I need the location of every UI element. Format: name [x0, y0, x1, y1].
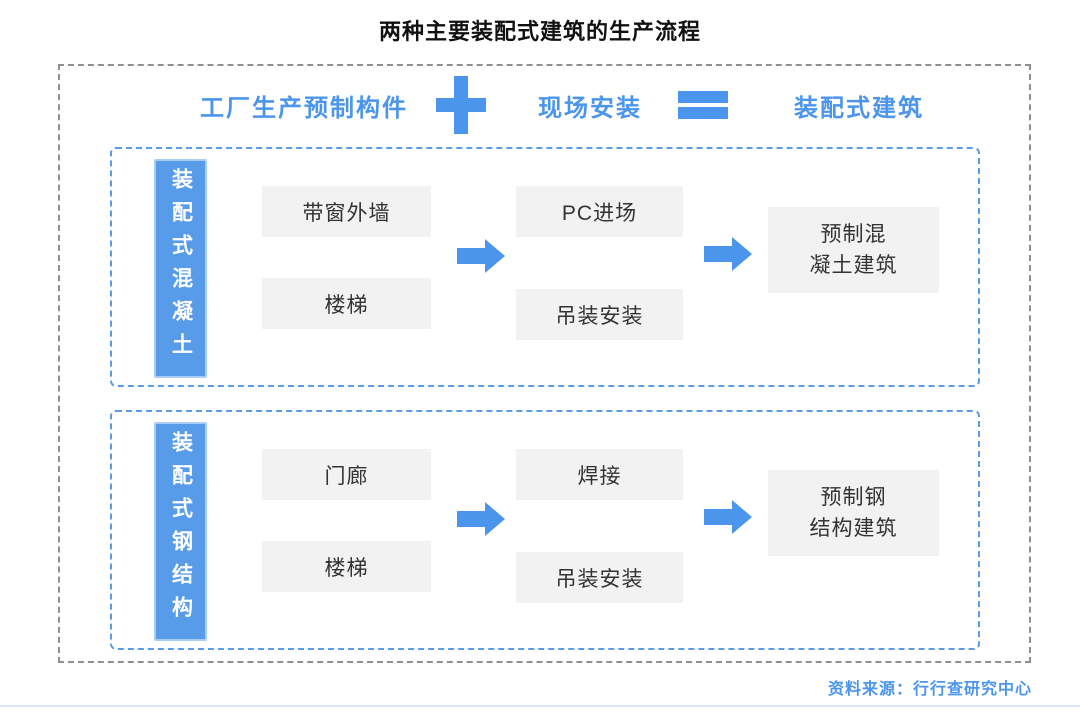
steel-part-porch-box: 门廊 [262, 449, 431, 500]
source-note: 资料来源：行行查研究中心 [827, 681, 1032, 698]
formula-row: 工厂生产预制构件 现场安装 装配式建筑 [200, 76, 924, 134]
concrete-result-box: 预制混 凝土建筑 [768, 207, 939, 293]
equals-icon [678, 91, 728, 119]
section-concrete: 装配式混凝土 带窗外墙 楼梯 PC进场 吊装安装 预制混 凝土建筑 [110, 147, 980, 387]
outer-frame: 工厂生产预制构件 现场安装 装配式建筑 装配式混凝土 带窗外墙 楼梯 PC进场 … [58, 64, 1031, 663]
section-concrete-label: 装配式混凝土 [154, 159, 207, 378]
steel-part-stairs-box: 楼梯 [262, 541, 431, 592]
section-steel: 装配式钢结构 门廊 楼梯 焊接 吊装安装 预制钢 结构建筑 [110, 410, 980, 650]
concrete-step-hoisting-box: 吊装安装 [516, 289, 683, 340]
result-line: 预制混 [820, 223, 887, 246]
right-arrow-icon [704, 500, 752, 534]
section-steel-label-text: 装配式钢结构 [169, 431, 193, 629]
right-arrow-icon [704, 237, 752, 271]
result-line: 凝土建筑 [809, 254, 898, 277]
plus-icon [436, 76, 486, 134]
formula-factory-label: 工厂生产预制构件 [200, 94, 408, 122]
section-concrete-label-text: 装配式混凝土 [169, 168, 193, 366]
steel-step-welding-box: 焊接 [516, 449, 683, 500]
bottom-divider [0, 705, 1080, 707]
steel-result-box: 预制钢 结构建筑 [768, 470, 939, 556]
right-arrow-icon [457, 502, 505, 536]
concrete-step-pc-entry-box: PC进场 [516, 186, 683, 237]
concrete-part-stairs-box: 楼梯 [262, 278, 431, 329]
formula-result-label: 装配式建筑 [794, 94, 924, 122]
formula-site-label: 现场安装 [538, 94, 642, 122]
concrete-part-wall-box: 带窗外墙 [262, 186, 431, 237]
right-arrow-icon [457, 239, 505, 273]
result-line: 预制钢 [820, 486, 887, 509]
section-steel-label: 装配式钢结构 [154, 422, 207, 641]
page-title: 两种主要装配式建筑的生产流程 [378, 19, 701, 44]
result-line: 结构建筑 [809, 517, 898, 540]
steel-step-hoisting-box: 吊装安装 [516, 552, 683, 603]
